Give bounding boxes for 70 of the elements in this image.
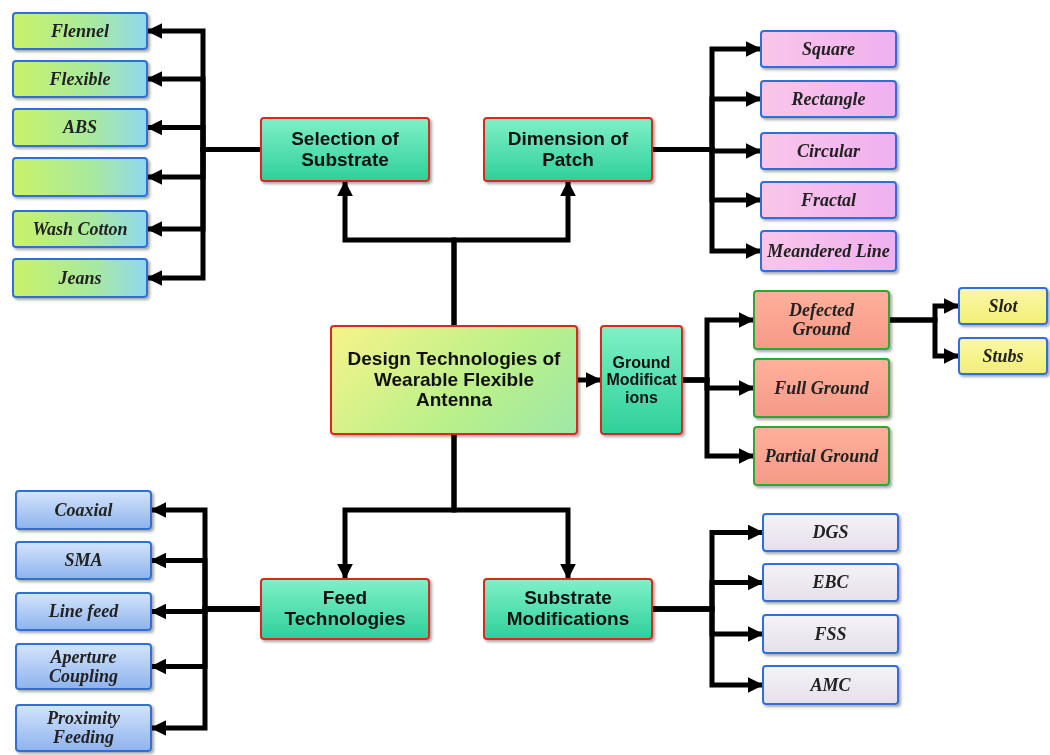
node-label: DGS (811, 523, 850, 542)
item-box (12, 258, 148, 298)
item-box (12, 60, 148, 98)
node-label: Partial Ground (763, 446, 880, 466)
node-label: Wash Cotton (31, 219, 129, 239)
connector-arrow (578, 372, 602, 388)
connector-arrow (451, 435, 576, 580)
category-box (260, 578, 430, 640)
node-label: Meandered Line (766, 241, 891, 261)
item-box (15, 490, 152, 530)
item-box (958, 337, 1048, 375)
node-label: Stubs (981, 346, 1025, 366)
node-label: Substrate Modifications (505, 588, 631, 630)
node-label: Selection of Substrate (290, 128, 400, 171)
node-label: Feed Technologies (283, 588, 407, 630)
item-box (12, 210, 148, 248)
category-box (483, 578, 653, 640)
item-box (762, 614, 899, 654)
category-box (260, 117, 430, 182)
node-label: Square (801, 39, 856, 59)
item-box (15, 643, 152, 690)
item-box (753, 426, 890, 486)
node-label: Jeans (57, 268, 103, 288)
node-label: Flexible (48, 69, 112, 89)
item-box (12, 108, 148, 147)
item-box (958, 287, 1048, 325)
category-box (330, 325, 578, 435)
connector-arrow (653, 147, 762, 259)
node-label: FSS (813, 624, 848, 644)
node-label: Slot (987, 296, 1019, 316)
node-label: Circular (796, 141, 861, 161)
connector-arrow (890, 317, 960, 364)
empty-box (12, 157, 148, 197)
item-box (753, 290, 890, 350)
item-box (760, 30, 897, 68)
node-label: Fractal (800, 190, 857, 210)
item-box (753, 358, 890, 418)
node-label: Rectangle (790, 89, 867, 109)
node-label: Ground Modifications (605, 353, 678, 407)
node-label: Aperture Coupling (48, 647, 119, 686)
node-label: SMA (63, 551, 104, 570)
connector-arrow (451, 180, 576, 325)
node-label: Dimension of Patch (506, 128, 630, 171)
node-label: Line feed (47, 602, 120, 621)
node-label: AMC (808, 675, 852, 695)
connector-arrow (146, 147, 260, 286)
connector-arrow (653, 606, 764, 693)
node-label: ABS (61, 118, 98, 137)
category-box (483, 117, 653, 182)
item-box (762, 665, 899, 705)
connector-arrow (150, 606, 260, 736)
node-label: Defected Ground (788, 301, 855, 339)
item-box (15, 592, 152, 631)
item-box (760, 181, 897, 219)
connector-arrow (683, 377, 755, 464)
item-box (760, 80, 897, 118)
item-box (15, 704, 152, 752)
node-label: Full Ground (773, 378, 870, 398)
category-box (600, 325, 683, 435)
item-box (12, 12, 148, 50)
node-label: EBC (811, 573, 850, 592)
item-box (762, 563, 899, 602)
node-label: Proximity Feeding (46, 709, 121, 747)
node-label: Coaxial (53, 500, 114, 520)
node-label: Design Technologies of Wearable Flexible Antenna (346, 348, 562, 412)
item-box (15, 541, 152, 580)
item-box (760, 230, 897, 272)
node-label: Flennel (50, 21, 110, 41)
item-box (762, 513, 899, 552)
item-box (760, 132, 897, 170)
